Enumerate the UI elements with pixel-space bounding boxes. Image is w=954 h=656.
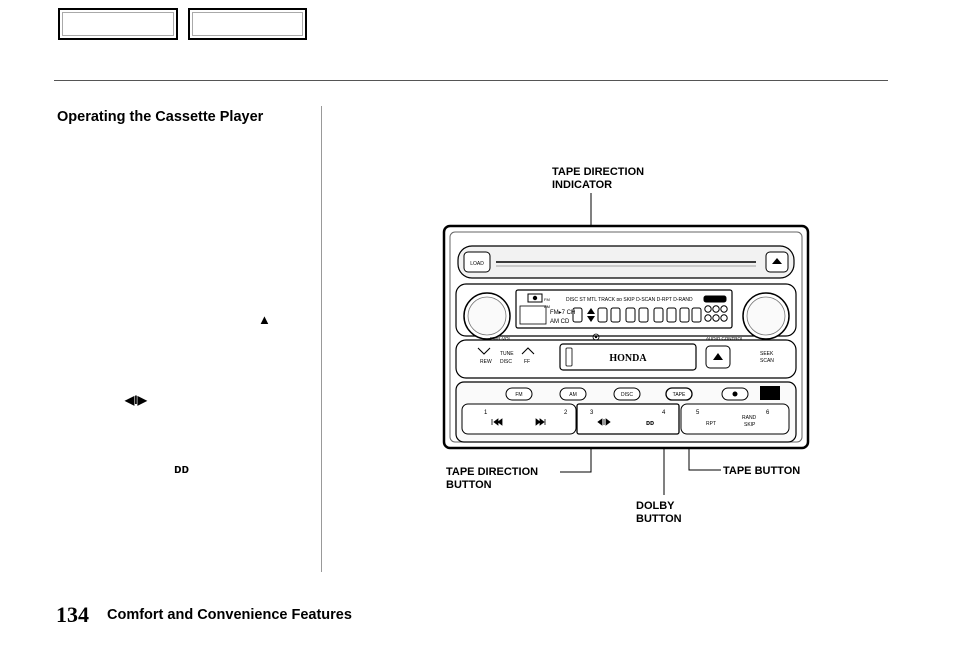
callout-tape-direction-indicator: TAPE DIRECTION INDICATOR bbox=[552, 166, 645, 191]
display-indicators: DISC ST MTL TRACK ᴅᴅ SKIP D-SCAN D-RPT D… bbox=[566, 297, 693, 303]
tune-up-icon bbox=[521, 347, 535, 355]
tape-direction-indicator-up bbox=[587, 308, 595, 314]
dolby-button-icon: ᴅᴅ bbox=[646, 420, 654, 427]
callout-tape-button: TAPE BUTTON bbox=[723, 465, 801, 477]
am-button bbox=[559, 387, 587, 401]
preset-5-6-button bbox=[680, 403, 790, 435]
skip-forward-icon bbox=[535, 418, 546, 426]
skip-label: SKIP bbox=[744, 422, 756, 428]
tape-direction-icon: ◀I▶ bbox=[125, 393, 147, 407]
page-number: 134 bbox=[56, 602, 89, 627]
nav-button-index[interactable] bbox=[188, 8, 307, 40]
display-panel bbox=[515, 289, 733, 329]
brand-logo: HONDA bbox=[609, 353, 647, 364]
load-button bbox=[463, 251, 491, 273]
disc-button bbox=[613, 387, 641, 401]
preset-3-4-button bbox=[576, 403, 680, 435]
eject-icon: ▲ bbox=[258, 312, 271, 327]
tune-label: TUNE bbox=[500, 351, 514, 357]
tune-down-icon bbox=[477, 347, 491, 355]
audio-control-label: AUDIO CONTROL bbox=[706, 336, 744, 341]
display-am-cd: AM CD bbox=[550, 319, 570, 325]
nav-button-contents[interactable] bbox=[58, 8, 178, 40]
header-rule bbox=[54, 80, 888, 81]
scan-label: SCAN bbox=[760, 358, 774, 364]
tape-direction-indicator-down bbox=[587, 316, 595, 322]
skip-back-icon bbox=[491, 418, 503, 426]
audio-unit-illustration: LOAD DISC ST MTL TRACK ᴅᴅ SKIP D-SCAN D-… bbox=[442, 224, 810, 450]
preset-6-label: 6 bbox=[766, 410, 770, 416]
preset-5-label: 5 bbox=[696, 410, 700, 416]
preset-1-2-button bbox=[461, 403, 577, 435]
disc-label: DISC bbox=[500, 359, 512, 365]
cd-logo bbox=[760, 386, 780, 400]
tape-direction-button-icon bbox=[597, 418, 611, 426]
preset-2-label: 2 bbox=[564, 410, 568, 416]
seek-label: SEEK bbox=[760, 351, 774, 357]
dolby-icon: ᴅᴅ bbox=[174, 461, 189, 476]
preset-3-label: 3 bbox=[590, 410, 594, 416]
cd-eject-icon bbox=[772, 258, 782, 264]
tape-eject-icon bbox=[713, 353, 723, 360]
callout-dolby-button: DOLBY BUTTON bbox=[636, 500, 682, 525]
am-button-label: AM bbox=[569, 392, 577, 398]
disc-button-label: DISC bbox=[621, 392, 633, 398]
tape-button-label: TAPE bbox=[673, 392, 686, 398]
preset-4-label: 4 bbox=[662, 410, 666, 416]
display-fm: FM bbox=[544, 297, 550, 302]
rew-label: REW bbox=[480, 359, 492, 365]
fm-button-label: FM bbox=[515, 392, 522, 398]
section-title: Operating the Cassette Player bbox=[57, 109, 264, 125]
display-am: AM bbox=[544, 304, 550, 309]
ff-label: FF bbox=[524, 359, 530, 365]
rpt-label: RPT bbox=[706, 421, 716, 427]
display-fm-ch: FM▸7 CH bbox=[550, 310, 575, 316]
preset-1-label: 1 bbox=[484, 410, 488, 416]
tape-button bbox=[665, 387, 693, 401]
column-divider bbox=[321, 106, 322, 572]
rand-label: RAND bbox=[742, 415, 757, 421]
callout-tape-direction-button: TAPE DIRECTION BUTTON bbox=[446, 466, 539, 491]
chapter-title: Comfort and Convenience Features bbox=[107, 607, 352, 623]
cassette-door bbox=[559, 343, 697, 371]
load-label: LOAD bbox=[470, 261, 484, 267]
pwr-vol-label: PWR·VOL bbox=[490, 336, 511, 341]
fm-button bbox=[505, 387, 533, 401]
